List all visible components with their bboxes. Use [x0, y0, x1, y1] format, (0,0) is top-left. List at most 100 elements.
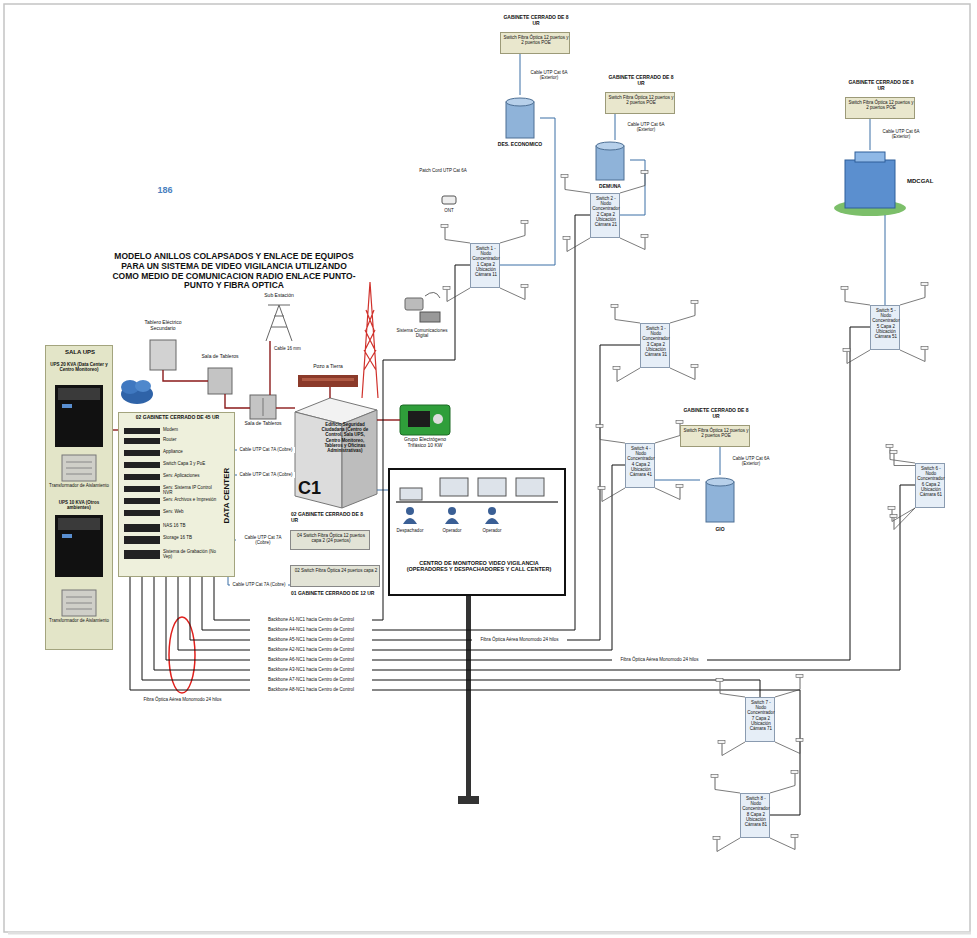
camera-link [900, 350, 925, 362]
camera-head [521, 221, 528, 224]
monitoring-illustration [396, 478, 558, 524]
substation: Sub Estación [262, 305, 296, 341]
building-icon: GIO [700, 475, 740, 525]
transformer-symbol [66, 609, 92, 610]
camera-link [845, 302, 870, 306]
node-text: DES. ECONOMICO [490, 142, 550, 148]
camera-head [890, 515, 897, 518]
camera-link [615, 320, 640, 324]
annotation-label: Serv. Aplicaciones [163, 473, 218, 478]
camera-link [602, 488, 625, 502]
annotation-label: Fibra Óptica Aérea Monomodo 24 hilos [472, 637, 567, 642]
camera-link [445, 240, 470, 244]
rack-device [124, 550, 160, 559]
ont-device [442, 196, 456, 204]
camera-head [718, 741, 725, 744]
digital-radio-icon [405, 298, 423, 310]
annotation-label: Switch Capa 3 y PoE [163, 461, 218, 466]
camera-head [641, 171, 648, 174]
connector [154, 485, 915, 670]
camera-pole [567, 240, 568, 252]
building-icon [855, 152, 885, 162]
camera-pole [795, 774, 796, 786]
internet-cloud [135, 380, 151, 392]
camera-pole [645, 174, 646, 186]
annotation-label: Sistema Comunicaciones Digital [392, 328, 452, 338]
connector [225, 394, 250, 408]
camera-head [796, 675, 803, 678]
edge-label: Backbone A7-NC1 hacia Centro de Control [250, 677, 372, 682]
annotation-label: Fibra Óptica Aérea Monomodo 24 hilos [612, 657, 707, 662]
ups-room: SALA UPS [45, 345, 113, 650]
camera-head [691, 365, 698, 368]
data-center-ground [118, 412, 235, 577]
connector [655, 480, 700, 481]
node-text: Switch 5 - Nodo Concentrador 5 Capa 2 Ub… [872, 308, 900, 339]
page-number: 186 [150, 185, 180, 195]
camera-head [713, 837, 720, 840]
camera-head [676, 485, 683, 488]
diagram-title: MODELO ANILLOS COLAPSADOS Y ENLACE DE EQ… [108, 252, 360, 291]
building-c1 [295, 398, 377, 508]
node-text: GABINETE CERRADO DE 8 UR [606, 75, 676, 87]
transformer-symbol [62, 455, 96, 481]
camera-link [670, 316, 695, 324]
edge-label: Cable UTP Cat 6A (Exterior) [525, 70, 573, 80]
ups-cabinet [62, 534, 72, 538]
node-text: Switch 8 - Nodo Concentrador 8 Capa 2 Ub… [742, 796, 770, 827]
generator [408, 411, 430, 427]
camera-head [441, 225, 448, 228]
node-text: Sala de Tableros [200, 354, 240, 360]
building-icon [845, 160, 895, 208]
transformer-symbol [62, 590, 96, 616]
edge-label: Backbone A6-NC1 hacia Centro de Control [250, 657, 372, 662]
camera-head [791, 771, 798, 774]
camera-pole [847, 352, 848, 364]
camera-pole [715, 778, 716, 790]
edge-label: Backbone A3-NC1 hacia Centro de Control [250, 667, 372, 672]
edge-label: Cable UTP Cat 7A (Cobre) [230, 582, 288, 587]
camera-head [921, 283, 928, 286]
annotation-label: UPS 20 KVA (Data Center y Centro Monitor… [47, 362, 111, 372]
camera-head [791, 835, 798, 838]
antenna-tower [362, 282, 378, 398]
camera-link [500, 236, 525, 244]
edge-label: Cable UTP Cat 7A (Cobre) [237, 472, 295, 477]
pole [458, 596, 479, 804]
rack-device [124, 462, 160, 468]
transformer-symbol [66, 468, 92, 469]
camera-head [563, 237, 570, 240]
camera-pole [695, 304, 696, 316]
node-text: C1 [298, 478, 328, 499]
monitoring-illustration [448, 507, 456, 515]
camera-head [613, 367, 620, 370]
rack-device [124, 524, 160, 532]
ground-well [298, 375, 358, 387]
node-text: MDCGAL [907, 178, 957, 185]
connector [178, 465, 625, 650]
camera-head [691, 301, 698, 304]
generator [433, 414, 443, 424]
camera-link [620, 186, 645, 194]
camera-link [775, 742, 800, 754]
camera-link [670, 368, 695, 380]
ups-cabinet [55, 515, 103, 577]
ont-device [442, 196, 456, 204]
building-icon [596, 142, 624, 150]
rack-device [124, 486, 160, 492]
node-text: GIO [690, 527, 750, 533]
highlight-ellipse [169, 617, 195, 693]
ups-room-ground [45, 345, 113, 650]
electrical-panel [208, 368, 232, 394]
camera-link [715, 790, 740, 794]
building-icon [506, 98, 906, 522]
pole [466, 596, 471, 796]
cabinet-box: 02 Switch Fibra Óptica 24 puertos capa 2… [290, 565, 380, 587]
node-text: Pozo a Tierra [298, 364, 358, 370]
node-text: 02 GABINETE CERRADO DE 8 UR [291, 512, 371, 524]
edge-label: Backbone A8-NC1 hacia Centro de Control [250, 687, 372, 692]
rack-device [124, 510, 160, 516]
cabinet-box: GABINETE CERRADO DE 8 URSwitch Fibra Ópt… [680, 425, 750, 447]
connector [163, 370, 208, 381]
transformer-symbol [66, 474, 92, 475]
